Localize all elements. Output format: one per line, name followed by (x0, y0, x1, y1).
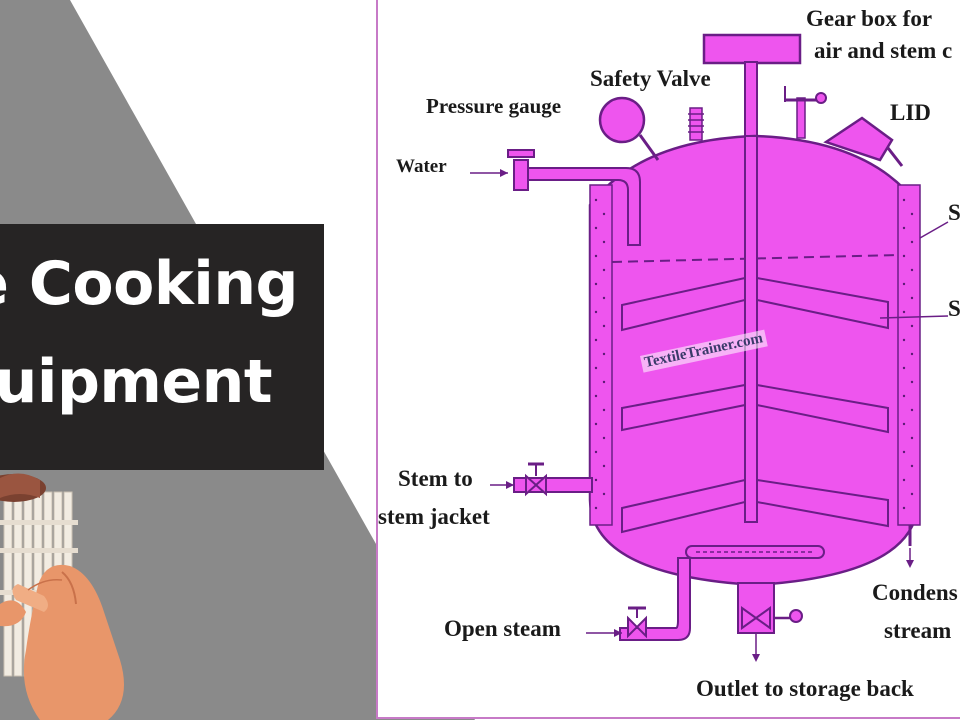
stirrer-blades (621, 276, 889, 534)
steam-jacket (589, 184, 921, 526)
label-open-steam: Open steam (444, 616, 561, 641)
label-outlet: Outlet to storage back (696, 676, 914, 701)
gear-box (702, 33, 802, 65)
lid-icon (823, 116, 904, 167)
label-safety-valve: Safety Valve (590, 66, 711, 91)
label-condensate-1: Condens (872, 580, 958, 605)
title-line-1: e Cooking (0, 249, 298, 319)
outlet-valve-icon (741, 606, 771, 630)
label-condensate-2: stream (884, 618, 952, 643)
label-pressure-gauge: Pressure gauge (426, 94, 562, 118)
open-steam-valve-icon (627, 615, 647, 639)
label-water: Water (396, 156, 447, 177)
label-gear-box-2: air and stem c (814, 38, 953, 63)
label-lid: LID (890, 100, 931, 125)
label-gear-box-1: Gear box for (806, 6, 933, 31)
title-banner: e Cooking uipment (0, 224, 324, 470)
label-right-top: S (948, 200, 960, 225)
air-valve-icon (784, 86, 827, 139)
label-stem-to-2: stem jacket (378, 504, 490, 529)
condensate-drain (906, 525, 914, 568)
safety-valve-icon (689, 107, 703, 141)
outlet-pipe (737, 582, 803, 662)
water-inlet-pipe (470, 149, 641, 246)
hand-illustration (0, 473, 124, 720)
open-steam-coil (586, 545, 825, 641)
pressure-gauge-icon (598, 96, 646, 144)
water-valve-icon (513, 159, 529, 191)
label-stem-to-1: Stem to (398, 466, 473, 491)
steam-valve-icon (525, 473, 547, 497)
steam-jacket-inlet (490, 462, 593, 497)
label-right-mid: S (948, 296, 960, 321)
title-line-2: uipment (0, 347, 273, 417)
